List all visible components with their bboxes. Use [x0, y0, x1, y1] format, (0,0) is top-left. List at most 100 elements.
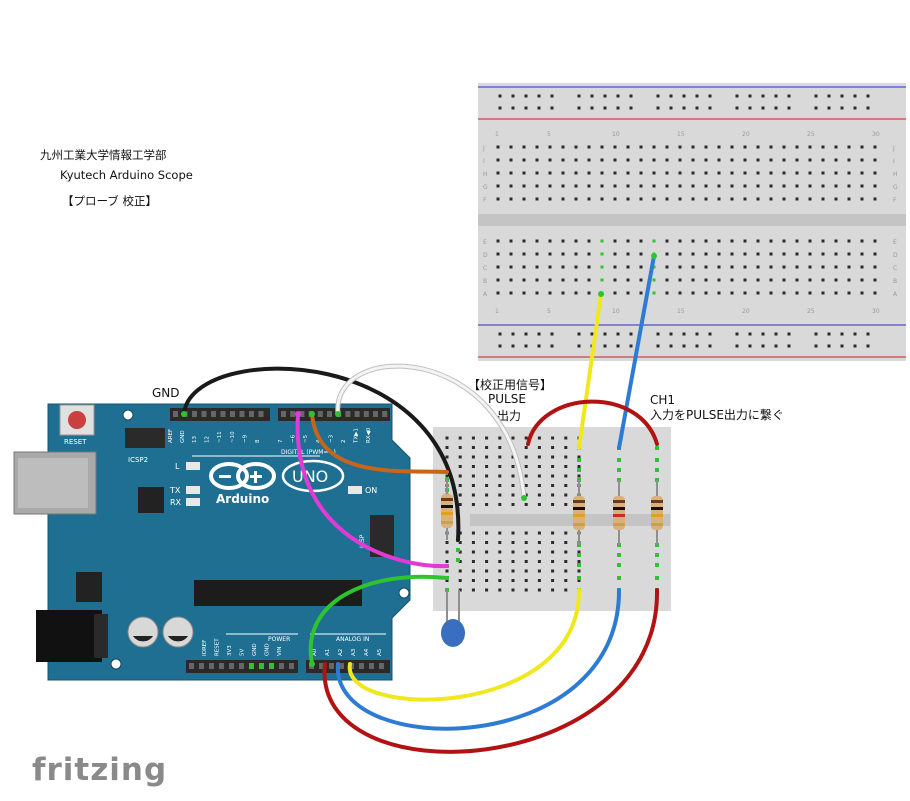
breadboard-hole	[704, 171, 708, 175]
breadboard-hole	[613, 239, 617, 243]
header-pin	[239, 411, 245, 417]
breadboard-hole	[511, 436, 515, 440]
rail-hole	[866, 106, 870, 110]
breadboard-hole	[587, 197, 591, 201]
breadboard-hole	[587, 184, 591, 188]
rail-hole	[748, 332, 752, 336]
breadboard-hole	[704, 252, 708, 256]
breadboard-hole	[873, 145, 877, 149]
resistor-ch-c	[651, 480, 663, 545]
breadboard-hole	[551, 436, 555, 440]
breadboard-hole	[471, 560, 475, 563]
breadboard-hole	[873, 291, 877, 295]
breadboard-hole	[498, 550, 502, 554]
breadboard-hole	[561, 158, 565, 162]
power-pin-label: 3V3	[227, 645, 233, 656]
power-pin-label: 5V	[240, 649, 246, 656]
breadboard-hole	[665, 171, 669, 175]
breadboard-hole	[498, 455, 502, 459]
breadboard-hole	[873, 239, 877, 243]
breadboard-hole	[704, 184, 708, 188]
breadboard-hole	[756, 197, 760, 201]
rail-hole	[814, 332, 818, 336]
row-letter: E	[483, 239, 487, 246]
breadboard-hole	[496, 184, 500, 188]
breadboard-hole	[769, 145, 773, 149]
breadboard-hole	[496, 265, 500, 269]
rail-hole	[669, 332, 673, 336]
breadboard-hole	[756, 291, 760, 295]
breadboard-hole	[743, 291, 747, 295]
breadboard-hole	[704, 239, 708, 243]
breadboard-hole	[626, 158, 630, 162]
rail-hole	[682, 344, 686, 348]
breadboard-hole	[535, 158, 539, 162]
rail-hole	[853, 344, 857, 348]
breadboard-hole	[821, 145, 825, 149]
rail-hole	[866, 332, 870, 336]
breadboard-hole	[548, 197, 552, 201]
row-letter: E	[893, 239, 897, 246]
rail-hole	[695, 344, 699, 348]
breadboard-hole	[522, 265, 526, 269]
rail-hole	[827, 94, 831, 98]
breadboard-hole	[445, 474, 449, 478]
breadboard-hole	[574, 158, 578, 162]
breadboard-hole	[652, 197, 656, 201]
breadboard-hole	[847, 145, 851, 149]
breadboard-hole	[782, 171, 786, 175]
breadboard-hole	[564, 541, 568, 544]
breadboard-hole	[639, 171, 643, 175]
breadboard-hole	[524, 569, 528, 573]
row-letter: C	[893, 265, 897, 272]
breadboard-hole	[691, 291, 695, 295]
rail-hole	[511, 344, 515, 348]
breadboard-hole	[561, 184, 565, 188]
breadboard-hole	[471, 503, 475, 506]
breadboard-hole	[665, 291, 669, 295]
breadboard-hole	[665, 278, 669, 282]
reset-label: RESET	[64, 438, 87, 446]
breadboard-hole	[691, 197, 695, 201]
rail-hole	[748, 94, 752, 98]
breadboard-hole	[498, 436, 502, 440]
header-pin	[209, 663, 214, 669]
breadboard-hole	[613, 145, 617, 149]
active-hole	[655, 563, 659, 567]
breadboard-hole	[458, 465, 462, 468]
resistors	[441, 480, 663, 545]
breadboard-hole	[873, 171, 877, 175]
digital-pin-label: ~3	[328, 434, 334, 443]
breadboard-hole	[509, 184, 513, 188]
breadboard-hole	[524, 474, 528, 478]
breadboard-hole	[847, 197, 851, 201]
rail-hole	[511, 332, 515, 336]
breadboard-hole	[743, 278, 747, 282]
breadboard-hole	[551, 550, 555, 554]
breadboard-hole	[561, 197, 565, 201]
breadboard-hole	[587, 239, 591, 243]
breadboard-hole	[574, 278, 578, 282]
breadboard-hole	[511, 484, 515, 487]
output-label: 出力	[497, 409, 522, 423]
breadboard-hole	[808, 145, 812, 149]
breadboard-hole	[704, 291, 708, 295]
rail-hole	[524, 106, 528, 110]
rail-hole	[761, 94, 765, 98]
breadboard-hole	[873, 158, 877, 162]
arduino-brand-label: Arduino	[216, 492, 269, 506]
breadboard-hole	[551, 446, 555, 449]
analog-in-header-label: ANALOG IN	[336, 636, 369, 643]
rail-hole	[656, 332, 660, 336]
breadboard-hole	[511, 579, 515, 582]
breadboard-hole	[613, 252, 617, 256]
breadboard-hole	[561, 252, 565, 256]
breadboard-hole	[743, 252, 747, 256]
rail-hole	[603, 106, 607, 110]
active-hole	[655, 576, 659, 580]
breadboard-hole	[808, 158, 812, 162]
breadboard-hole	[564, 588, 568, 592]
ch1-label: CH1	[650, 393, 676, 407]
breadboard-hole	[577, 569, 581, 573]
breadboard-hole	[795, 197, 799, 201]
